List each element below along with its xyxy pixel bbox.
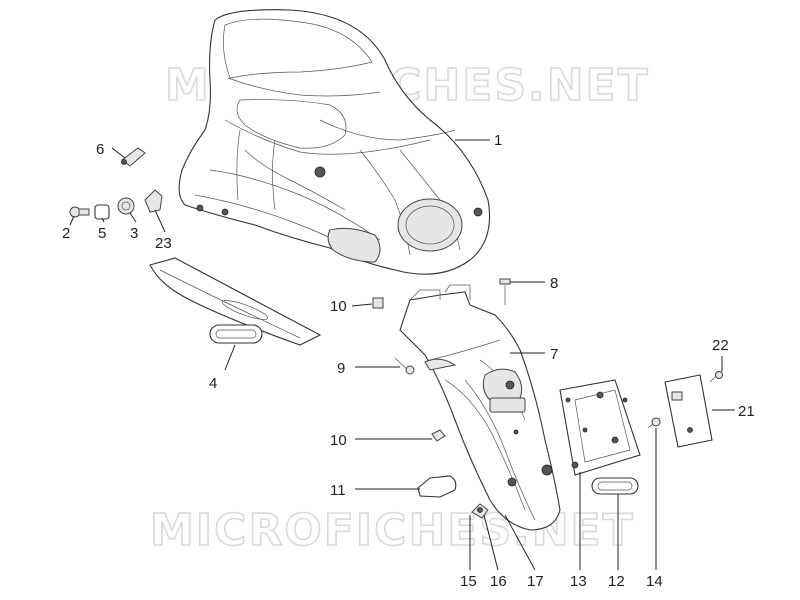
part-10-clip-lower	[431, 429, 446, 442]
callout-5: 5	[98, 225, 106, 242]
callout-22: 22	[712, 337, 729, 354]
part-21-light-bracket	[664, 374, 713, 448]
callout-10-lower: 10	[330, 432, 347, 449]
callout-11: 11	[330, 482, 346, 499]
part-3-rubber-grommet	[117, 197, 135, 215]
part-11-reflector	[417, 475, 457, 498]
callout-labels: 1 6 2 5 3 23 4 8 10 7 9 10 11 15 16 17 1…	[62, 132, 755, 590]
callout-1: 1	[494, 132, 502, 149]
part-10-clip-upper	[372, 297, 384, 309]
callout-21: 21	[738, 403, 755, 420]
part-15-16-screw-washer	[471, 503, 489, 519]
callout-23: 23	[155, 235, 172, 252]
callout-16: 16	[490, 573, 507, 590]
part-23-clip-nut	[144, 189, 163, 213]
part-9-screw	[394, 357, 457, 375]
callout-6: 6	[96, 141, 104, 158]
callout-4: 4	[209, 375, 217, 392]
callout-10-upper: 10	[330, 298, 347, 315]
watermark-bottom: MICROFICHES.NET	[150, 505, 635, 556]
part-1-front-shield	[178, 9, 491, 275]
callout-13: 13	[570, 573, 587, 590]
callout-14: 14	[646, 573, 663, 590]
part-8-screw	[499, 278, 511, 305]
callout-3: 3	[130, 225, 138, 242]
part-5-spacer	[94, 204, 110, 220]
part-2-screw	[69, 206, 90, 218]
part-13-plate-bracket	[559, 379, 641, 476]
part-12-reflector	[591, 477, 639, 495]
callout-8: 8	[550, 275, 558, 292]
callout-2: 2	[62, 225, 70, 242]
part-4-reflector	[209, 324, 263, 344]
callout-9: 9	[337, 360, 345, 377]
part-22-screw	[709, 371, 723, 383]
leader-lines	[69, 139, 735, 571]
callout-17: 17	[527, 573, 544, 590]
part-strip-gasket	[149, 257, 322, 346]
callout-12: 12	[608, 573, 625, 590]
part-6-bulb	[121, 147, 146, 167]
part-7-rear-mudguard	[399, 284, 561, 531]
callout-7: 7	[550, 346, 558, 363]
callout-15: 15	[460, 573, 477, 590]
part-14-screw	[647, 417, 661, 429]
